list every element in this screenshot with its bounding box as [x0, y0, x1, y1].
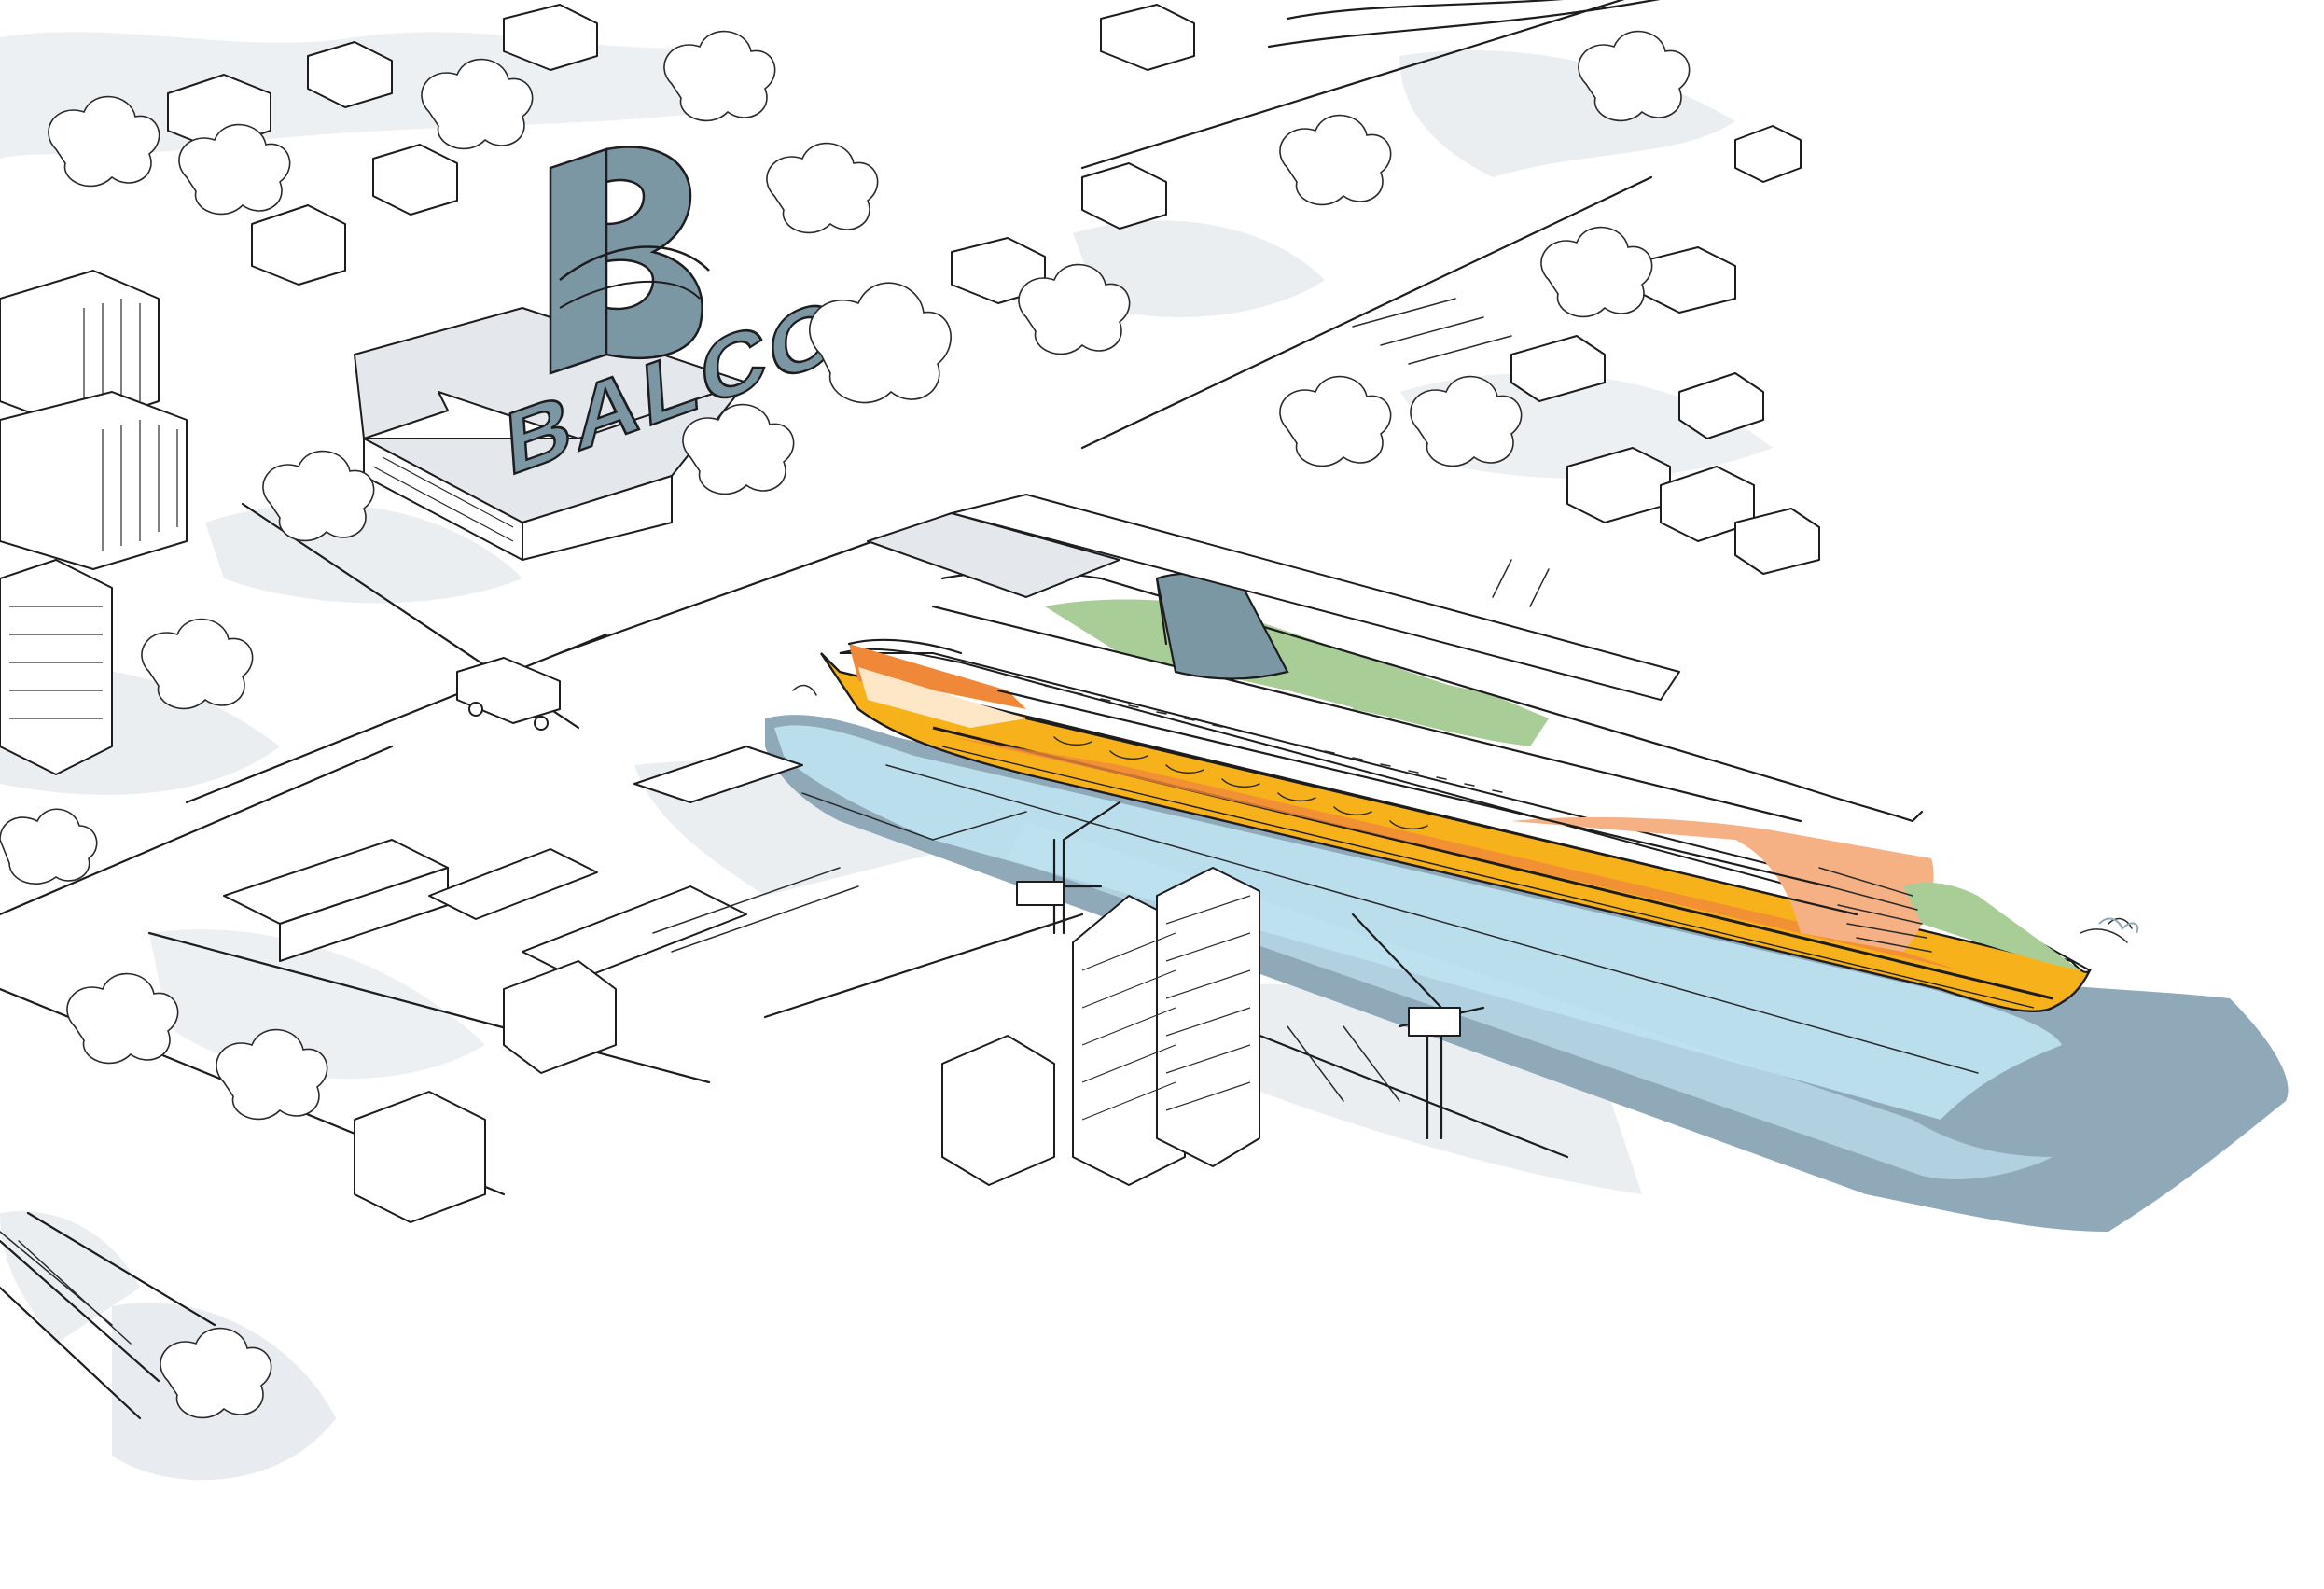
apartment-blocks: [0, 270, 188, 775]
cruise-ship: [820, 570, 2139, 1013]
dock-cranes: [1016, 801, 1485, 1140]
dock-towers: [941, 867, 1260, 1186]
balco-b-logo-icon: [549, 146, 710, 375]
detail-strokes: [0, 298, 1550, 1345]
balco-building: BALCO: [354, 146, 847, 561]
trees: [0, 30, 1691, 1419]
ship-windows: [1044, 685, 1503, 830]
warehouses: [223, 494, 1680, 1223]
houses: [167, 4, 1820, 575]
harbor-water: [765, 684, 2289, 1232]
van-icon: [456, 657, 561, 731]
